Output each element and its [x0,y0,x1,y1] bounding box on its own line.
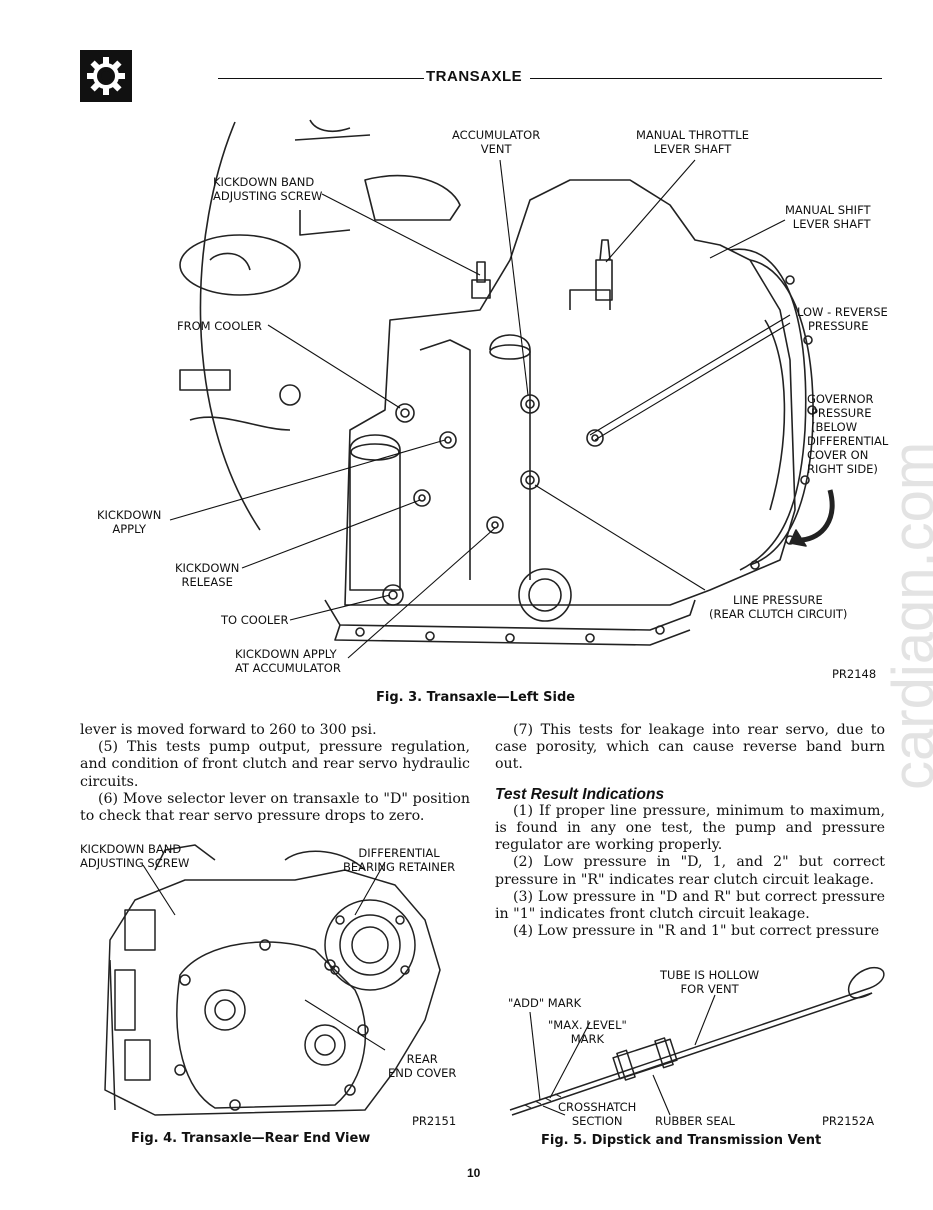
label-from-cooler: FROM COOLER [177,319,263,333]
result-2: (2) Low pressure in "D, 1, and 2" but co… [495,854,885,888]
paragraph-6: (6) Move selector lever on transaxle to … [80,790,470,825]
fig5-label-add-mark: "ADD" MARK [508,996,582,1010]
paragraph-lever-moved: lever is moved forward to 260 to 300 psi… [80,722,377,738]
gear-logo-badge [80,50,132,102]
label-line-pressure: LINE PRESSURE(REAR CLUTCH CIRCUIT) [709,593,848,621]
fig5-label-max-level-mark: "MAX. LEVEL"MARK [548,1018,627,1046]
fig4-code: PR2151 [412,1114,457,1128]
left-column-text: lever is moved forward to 260 to 300 psi… [80,722,470,825]
result-3: (3) Low pressure in "D and R" but correc… [495,888,885,923]
result-1: (1) If proper line pressure, minimum to … [495,802,885,854]
test-result-heading: Test Result Indications [495,785,665,803]
fig3-code: PR2148 [832,667,877,681]
fig4-transaxle-rear-view-illustration [104,844,441,1116]
gear-icon [87,57,125,95]
fig3-transaxle-left-side-illustration [169,119,835,659]
page-number: 10 [467,1166,481,1180]
fig5-label-rubber-seal: RUBBER SEAL [655,1114,735,1128]
fig3-caption: Fig. 3. Transaxle—Left Side [376,690,576,705]
result-4: (4) Low pressure in "R and 1" but correc… [513,923,880,940]
header-rule-left [218,78,424,79]
label-to-cooler: TO COOLER [221,613,289,627]
fig4-caption: Fig. 4. Transaxle—Rear End View [131,1131,371,1146]
section-title: TRANSAXLE [426,68,523,85]
fig5-code: PR2152A [822,1114,875,1128]
paragraph-5: (5) This tests pump output, pressure reg… [80,739,470,790]
label-governor-pressure: GOVERNOR PRESSURE (BELOW DIFFERENTIAL CO… [807,392,889,476]
fig5-dipstick-illustration [509,966,885,1116]
fig5-caption: Fig. 5. Dipstick and Transmission Vent [541,1133,822,1148]
header-rule-right [530,78,882,79]
paragraph-7: (7) This tests for leakage into rear ser… [495,722,885,773]
watermark-text: cardiagn.com [881,441,933,790]
right-column-text: (7) This tests for leakage into rear ser… [495,722,885,940]
